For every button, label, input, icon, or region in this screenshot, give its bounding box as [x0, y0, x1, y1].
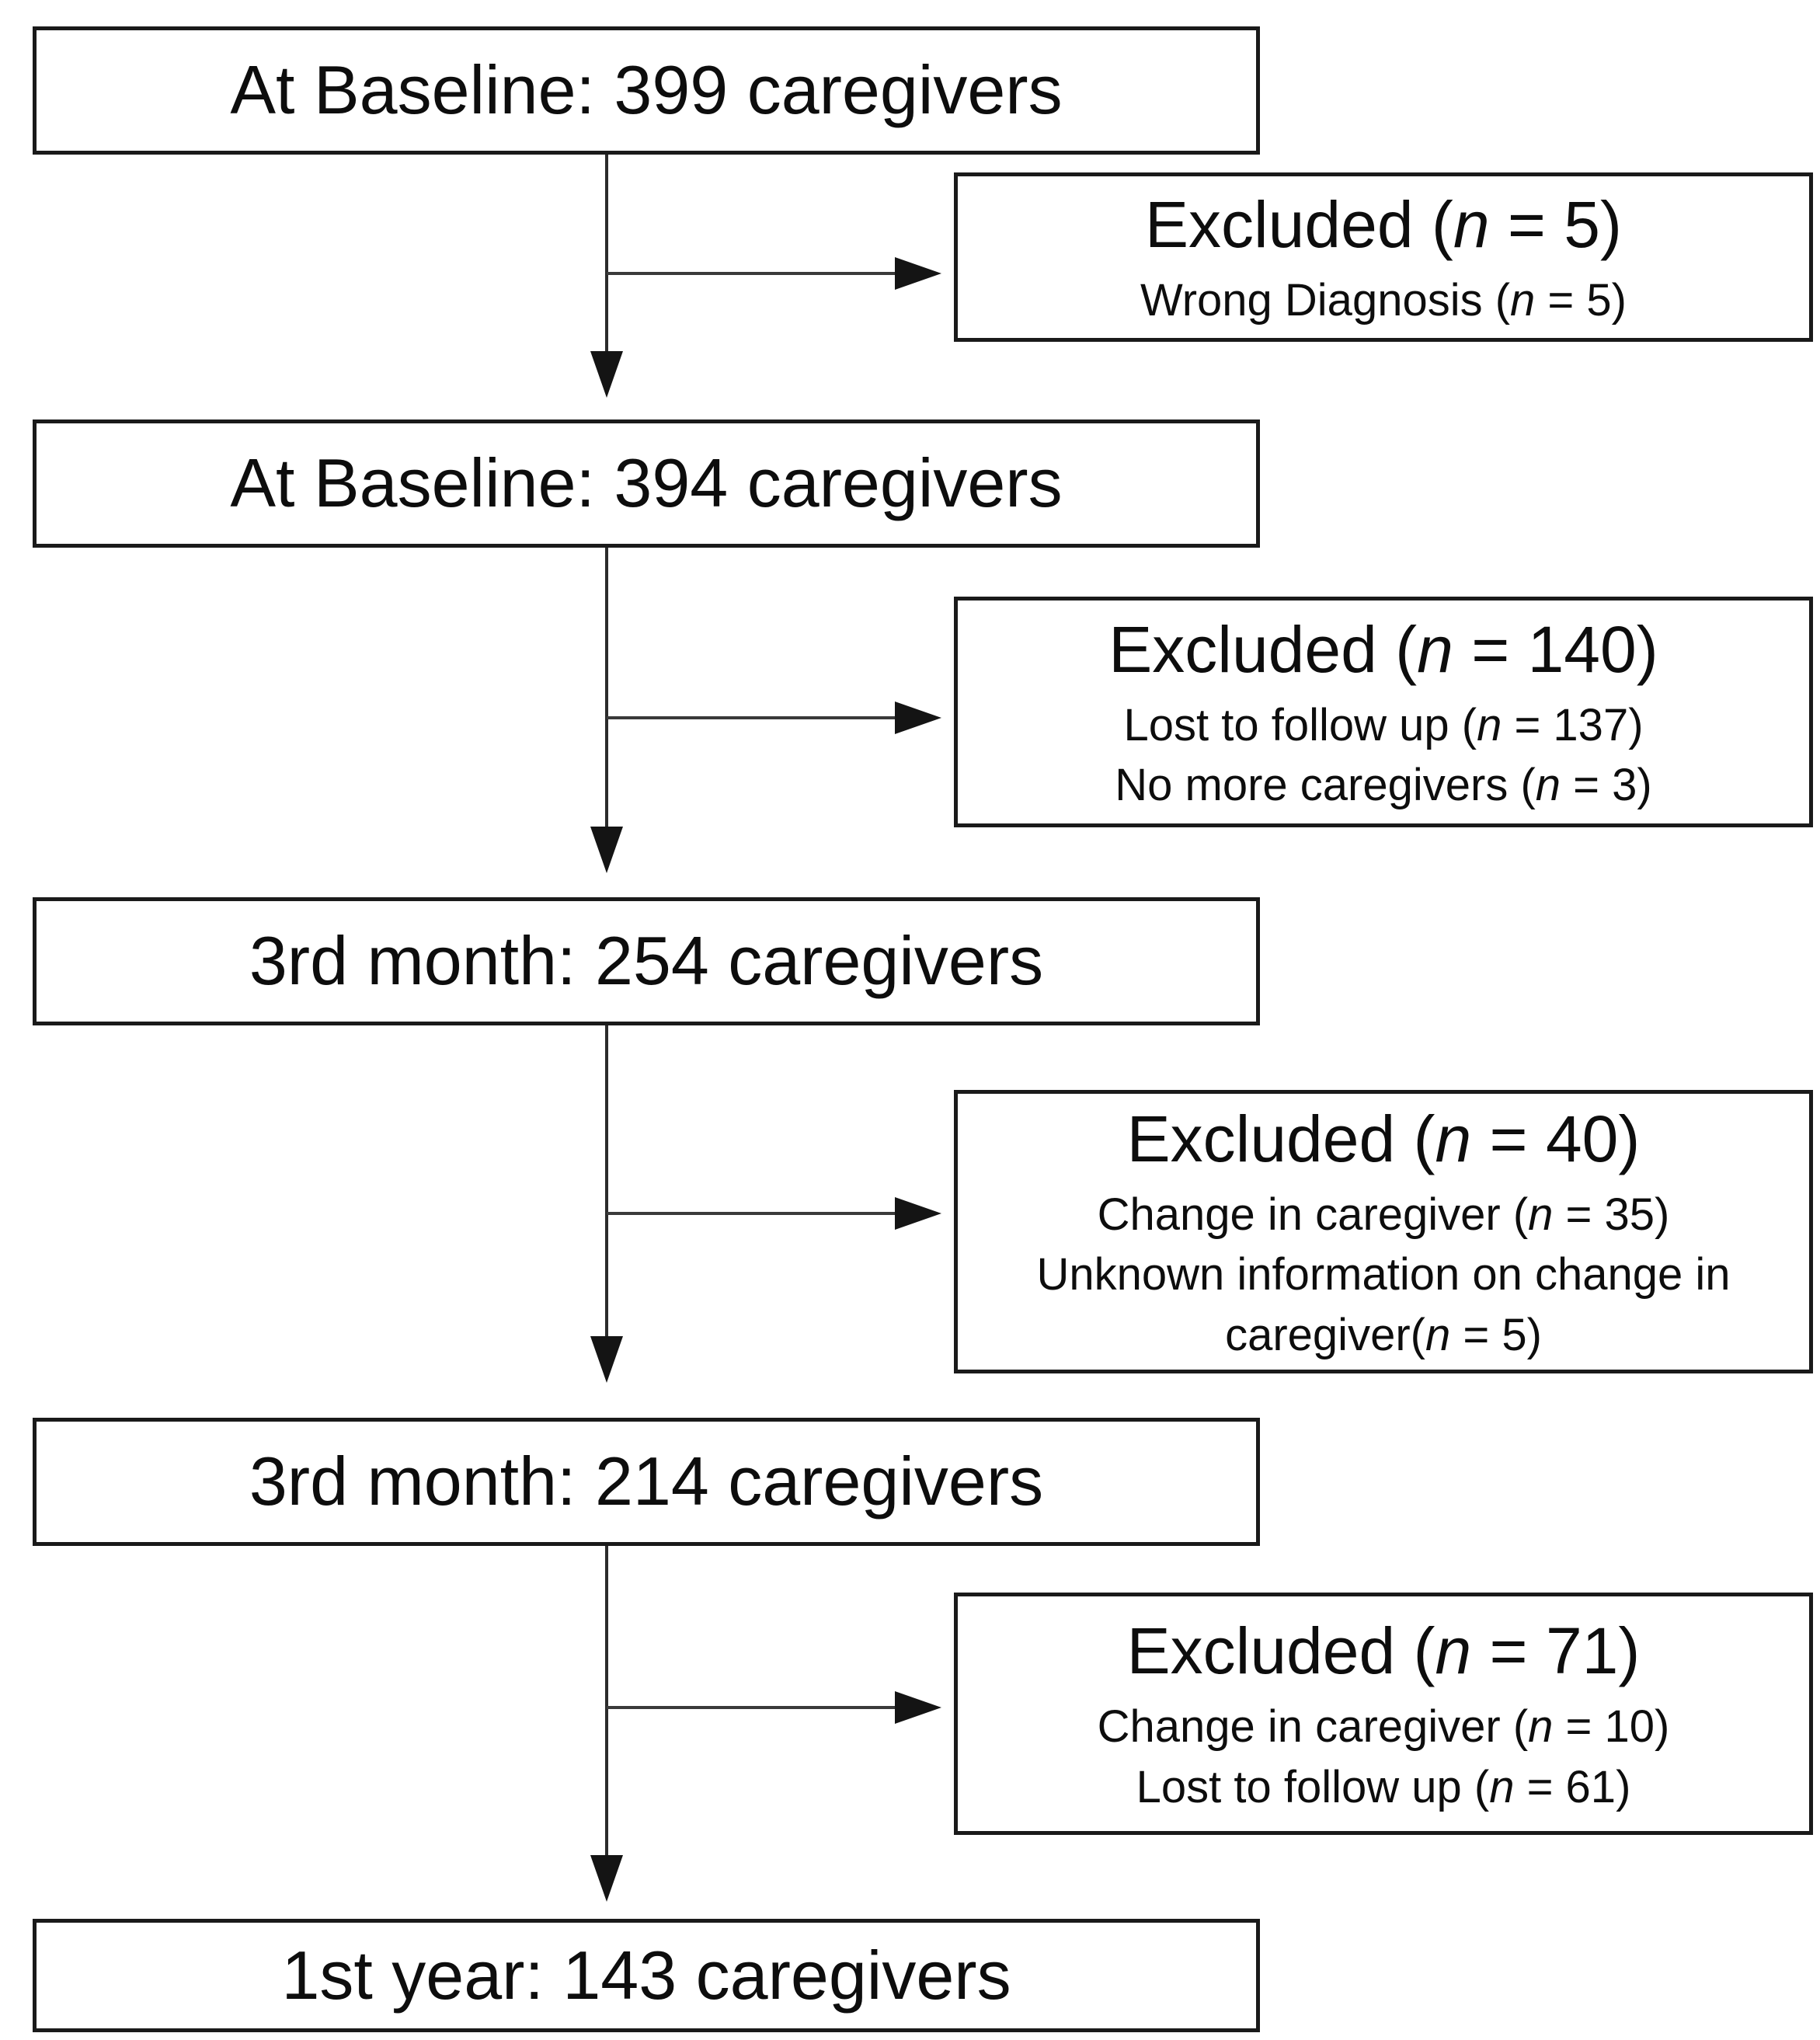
- exclusion-box-3: Excluded (n = 40) Change in caregiver (n…: [954, 1090, 1813, 1373]
- exclusion-box-1: Excluded (n = 5) Wrong Diagnosis (n = 5): [954, 172, 1813, 342]
- n-variable: n: [1528, 1701, 1554, 1753]
- text-segment: = 71): [1471, 1614, 1641, 1688]
- exclusion-title: Excluded (n = 5): [1145, 184, 1622, 266]
- n-variable: n: [1528, 1189, 1554, 1241]
- branch-line-4: [607, 1706, 895, 1709]
- n-variable: n: [1489, 1761, 1515, 1812]
- branch-line-3: [607, 1212, 895, 1215]
- exclusion-title: Excluded (n = 140): [1108, 609, 1658, 691]
- text-segment: Excluded (: [1144, 187, 1453, 261]
- stage-label: 3rd month: 214 caregivers: [249, 1443, 1044, 1520]
- exclusion-detail: Unknown information on change in caregiv…: [980, 1245, 1787, 1364]
- exclusion-title: Excluded (n = 40): [1127, 1098, 1641, 1180]
- right-arrowhead-icon: [895, 1197, 941, 1230]
- text-segment: = 137): [1502, 699, 1644, 750]
- text-segment: Lost to follow up (: [1123, 699, 1477, 750]
- stage-box-3rd-month-214: 3rd month: 214 caregivers: [33, 1418, 1260, 1546]
- n-variable: n: [1417, 612, 1453, 686]
- stage-box-baseline-394: At Baseline: 394 caregivers: [33, 419, 1260, 548]
- text-segment: = 35): [1553, 1189, 1670, 1241]
- text-segment: = 10): [1553, 1701, 1670, 1753]
- text-segment: Lost to follow up (: [1136, 1761, 1490, 1812]
- text-segment: Wrong Diagnosis (: [1140, 274, 1511, 325]
- stage-label: 3rd month: 254 caregivers: [249, 922, 1044, 1000]
- text-segment: Change in caregiver (: [1097, 1701, 1529, 1753]
- exclusion-detail: Lost to follow up (n = 137): [1123, 695, 1643, 755]
- exclusion-detail: Change in caregiver (n = 10): [1098, 1697, 1670, 1756]
- flow-line-vertical-1: [605, 155, 608, 351]
- text-segment: No more caregivers (: [1115, 760, 1536, 810]
- text-segment: Excluded (: [1108, 612, 1418, 686]
- flow-line-vertical-3: [605, 1025, 608, 1336]
- n-variable: n: [1535, 760, 1561, 810]
- down-arrowhead-icon: [590, 1336, 623, 1383]
- text-segment: = 5): [1535, 274, 1627, 325]
- branch-line-2: [607, 716, 895, 719]
- flow-line-vertical-2: [605, 548, 608, 827]
- text-segment: Change in caregiver (: [1097, 1189, 1529, 1241]
- down-arrowhead-icon: [590, 827, 623, 873]
- text-segment: = 5): [1450, 1309, 1542, 1360]
- stage-box-3rd-month-254: 3rd month: 254 caregivers: [33, 897, 1260, 1025]
- right-arrowhead-icon: [895, 257, 941, 290]
- exclusion-detail: Wrong Diagnosis (n = 5): [1140, 270, 1627, 330]
- exclusion-detail: Lost to follow up (n = 61): [1136, 1757, 1631, 1817]
- exclusion-box-4: Excluded (n = 71) Change in caregiver (n…: [954, 1593, 1813, 1835]
- text-segment: = 40): [1471, 1102, 1641, 1176]
- n-variable: n: [1435, 1614, 1472, 1688]
- stage-label: At Baseline: 399 caregivers: [230, 51, 1063, 129]
- text-segment: Excluded (: [1126, 1614, 1435, 1688]
- n-variable: n: [1425, 1309, 1451, 1360]
- n-variable: n: [1453, 187, 1490, 261]
- stage-box-1st-year-143: 1st year: 143 caregivers: [33, 1919, 1260, 2032]
- text-segment: = 5): [1489, 187, 1622, 261]
- exclusion-title: Excluded (n = 71): [1127, 1610, 1641, 1692]
- n-variable: n: [1477, 699, 1502, 750]
- right-arrowhead-icon: [895, 701, 941, 734]
- n-variable: n: [1510, 274, 1536, 325]
- text-segment: = 3): [1561, 760, 1652, 810]
- down-arrowhead-icon: [590, 351, 623, 398]
- text-segment: Excluded (: [1126, 1102, 1435, 1176]
- exclusion-box-2: Excluded (n = 140) Lost to follow up (n …: [954, 597, 1813, 827]
- stage-label: At Baseline: 394 caregivers: [230, 444, 1063, 522]
- stage-label: 1st year: 143 caregivers: [281, 1936, 1011, 2014]
- right-arrowhead-icon: [895, 1691, 941, 1724]
- n-variable: n: [1435, 1102, 1472, 1176]
- exclusion-detail: No more caregivers (n = 3): [1115, 755, 1651, 815]
- text-segment: = 140): [1453, 612, 1658, 686]
- exclusion-detail: Change in caregiver (n = 35): [1098, 1185, 1670, 1245]
- text-segment: Unknown information on change in caregiv…: [1036, 1249, 1731, 1360]
- stage-box-baseline-399: At Baseline: 399 caregivers: [33, 26, 1260, 155]
- text-segment: = 61): [1514, 1761, 1631, 1812]
- down-arrowhead-icon: [590, 1855, 623, 1902]
- branch-line-1: [607, 272, 895, 275]
- flow-line-vertical-4: [605, 1546, 608, 1855]
